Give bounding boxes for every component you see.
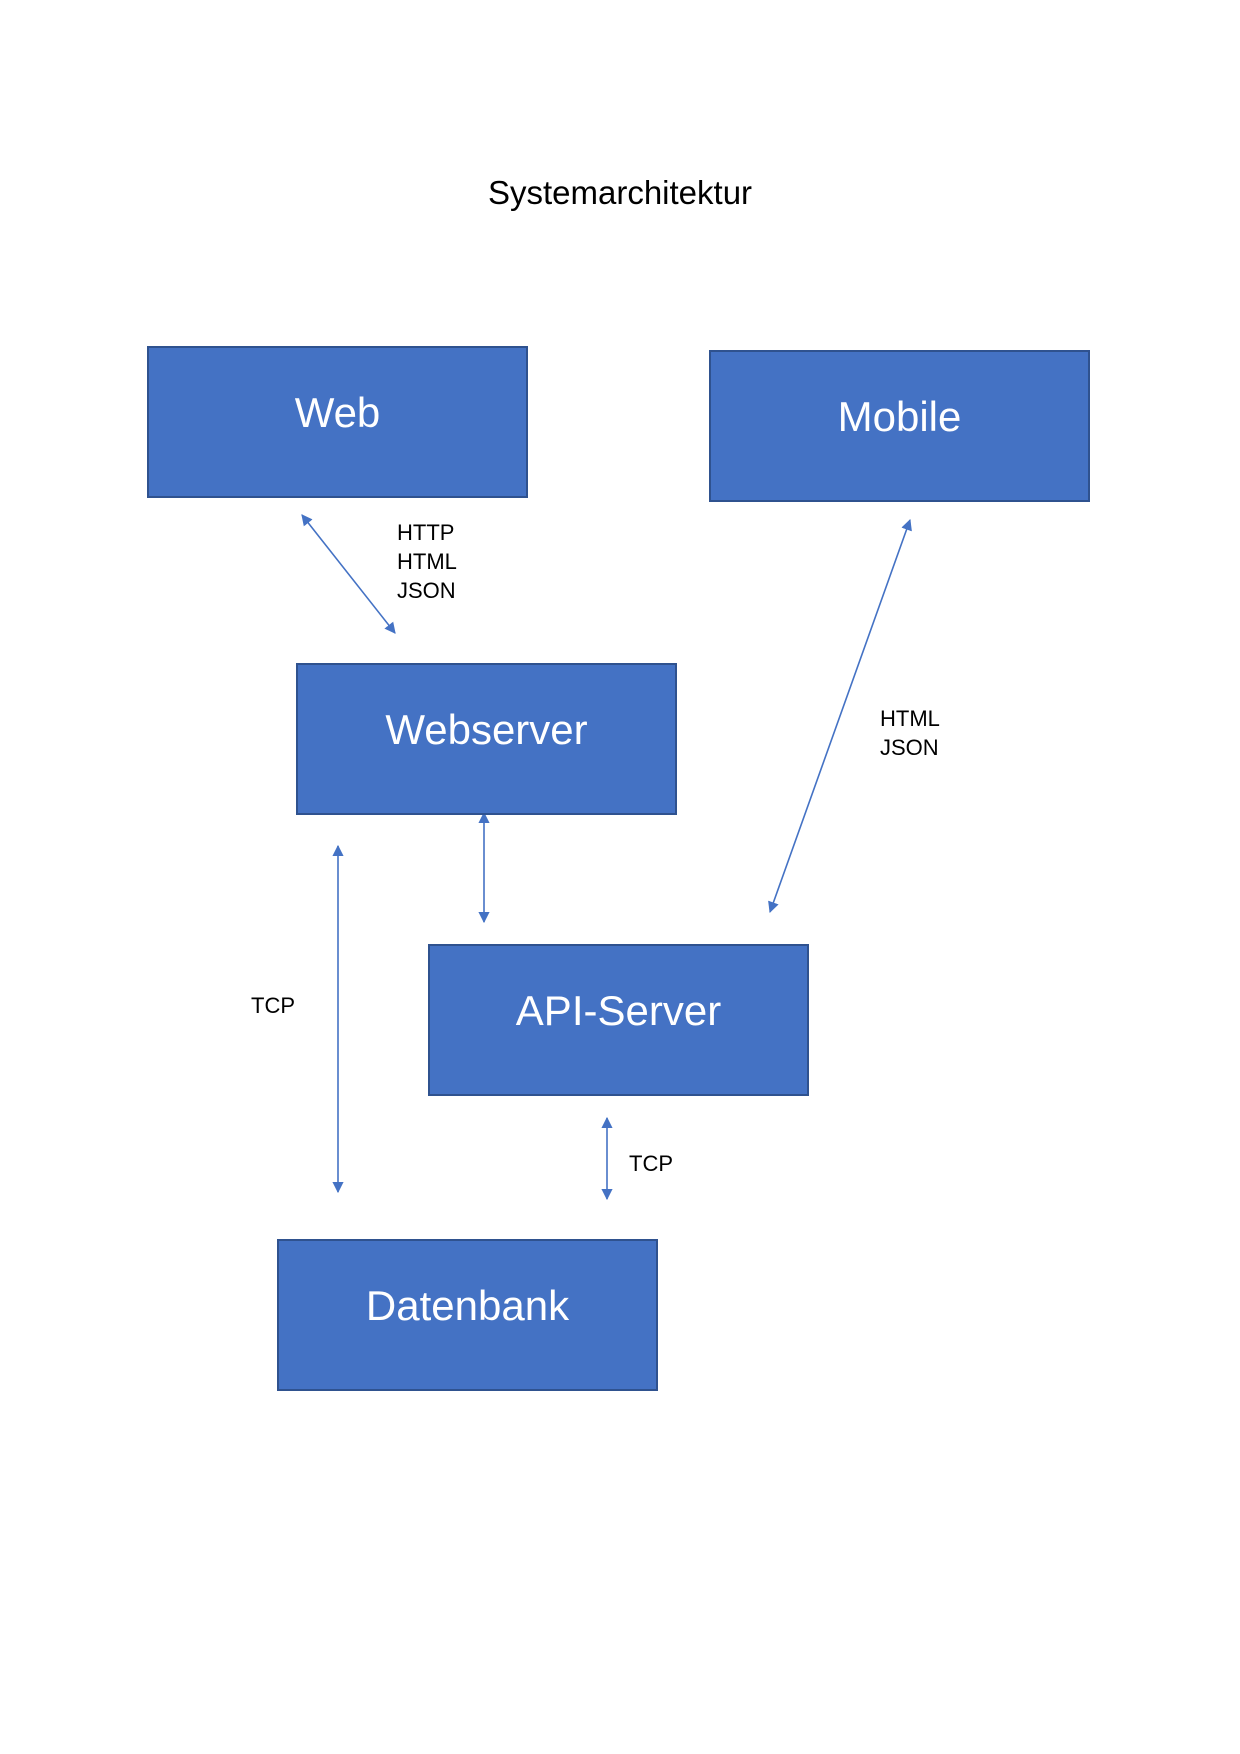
node-web: Web (147, 346, 528, 498)
edge-label-line: JSON (880, 735, 939, 760)
edge-label-mobile-api-server: HTML JSON (880, 704, 940, 762)
node-api-server: API-Server (428, 944, 809, 1096)
node-mobile: Mobile (709, 350, 1090, 502)
node-api-server-label: API-Server (515, 987, 722, 1034)
edge-label-line: HTTP (397, 520, 455, 545)
node-webserver-label: Webserver (385, 706, 588, 753)
node-datenbank-label: Datenbank (365, 1282, 570, 1329)
connector-web-webserver (301, 514, 396, 634)
edge-label-api-server-datenbank: TCP (629, 1149, 673, 1178)
edge-label-webserver-datenbank: TCP (251, 991, 295, 1020)
edge-label-line: JSON (397, 578, 456, 603)
node-mobile-label: Mobile (837, 393, 962, 440)
connector-mobile-api-server (768, 518, 912, 914)
node-web-label: Web (294, 389, 381, 436)
diagram-title: Systemarchitektur (487, 174, 753, 211)
edge-label-line: HTML (397, 549, 457, 574)
node-datenbank: Datenbank (277, 1239, 658, 1391)
edge-label-line: TCP (251, 993, 295, 1018)
edge-label-line: TCP (629, 1151, 673, 1176)
edge-label-line: HTML (880, 706, 940, 731)
edge-label-web-webserver: HTTP HTML JSON (397, 518, 457, 605)
node-webserver: Webserver (296, 663, 677, 815)
